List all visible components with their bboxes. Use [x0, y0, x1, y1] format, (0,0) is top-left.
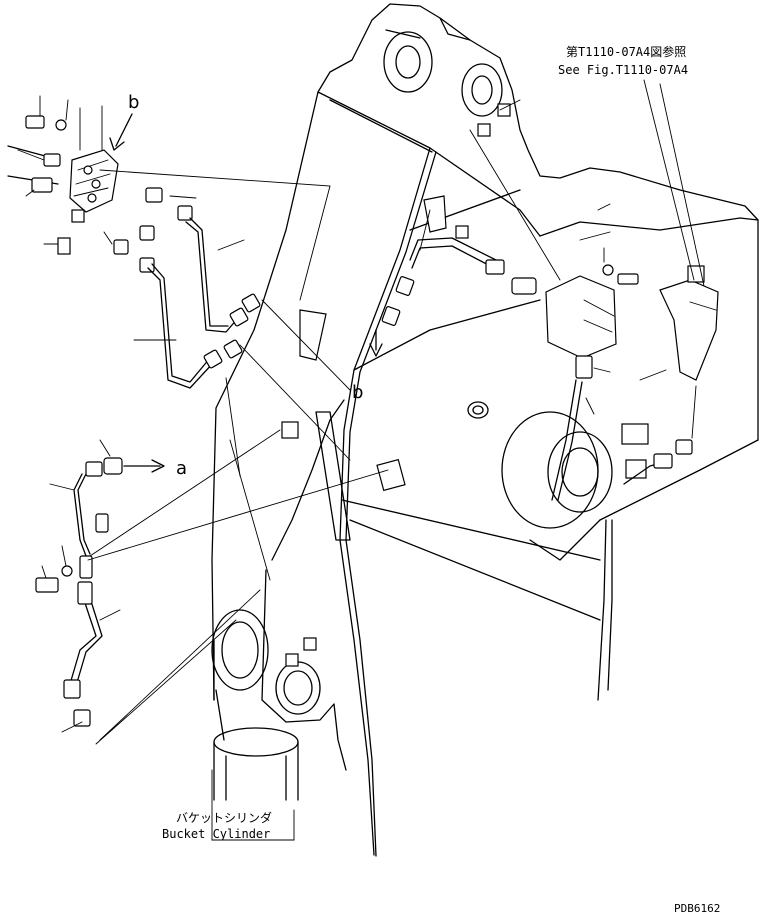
arm-structure — [211, 3, 759, 857]
callout-b-top: b — [128, 92, 139, 113]
drawing-code: PDB6162 — [674, 902, 720, 915]
right-side-components — [369, 79, 719, 501]
callout-b-mid: b — [352, 382, 363, 403]
grease-hoses — [99, 169, 351, 581]
bucket-cylinder-label-en: Bucket Cylinder — [162, 827, 270, 841]
callout-b-top-arrow — [115, 113, 133, 147]
bucket-cylinder-label: バケットシリンダ Bucket Cylinder — [162, 769, 295, 841]
reference-note-en: See Fig.T1110-07A4 — [558, 63, 688, 77]
reference-note-jp: 第T1110-07A4図参照 — [566, 44, 686, 59]
bucket-cylinder — [211, 609, 299, 801]
reference-note: 第T1110-07A4図参照 See Fig.T1110-07A4 — [558, 44, 688, 77]
bucket-cylinder-label-jp: バケットシリンダ — [176, 810, 272, 825]
hose-assembly-lower — [61, 581, 261, 745]
callout-a: a — [176, 458, 187, 479]
grease-manifold-block — [7, 95, 197, 273]
hose-assembly-a — [35, 429, 389, 593]
